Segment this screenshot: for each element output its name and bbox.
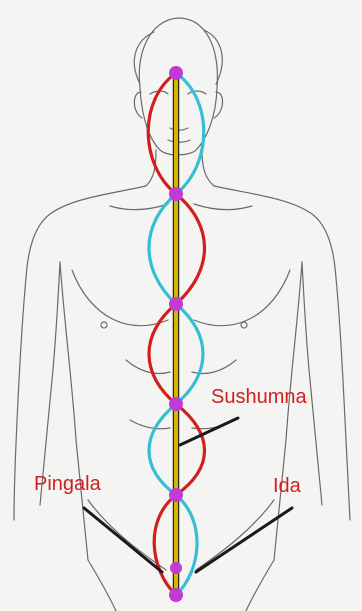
chakra-point xyxy=(169,187,183,201)
ida-pointer-line xyxy=(196,508,292,572)
sushumna-pointer-line xyxy=(180,418,238,445)
chakra-point xyxy=(169,66,183,80)
chakra-point xyxy=(169,588,183,602)
ida-label: Ida xyxy=(273,476,301,496)
sushumna-label: Sushumna xyxy=(211,387,307,407)
chakra-point xyxy=(169,488,183,502)
pingala-pointer-line xyxy=(84,508,162,572)
chakra-point xyxy=(169,297,183,311)
body-outline xyxy=(14,18,350,611)
chakra-point xyxy=(169,397,183,411)
chakra-point xyxy=(170,562,182,574)
pingala-label: Pingala xyxy=(34,474,101,494)
